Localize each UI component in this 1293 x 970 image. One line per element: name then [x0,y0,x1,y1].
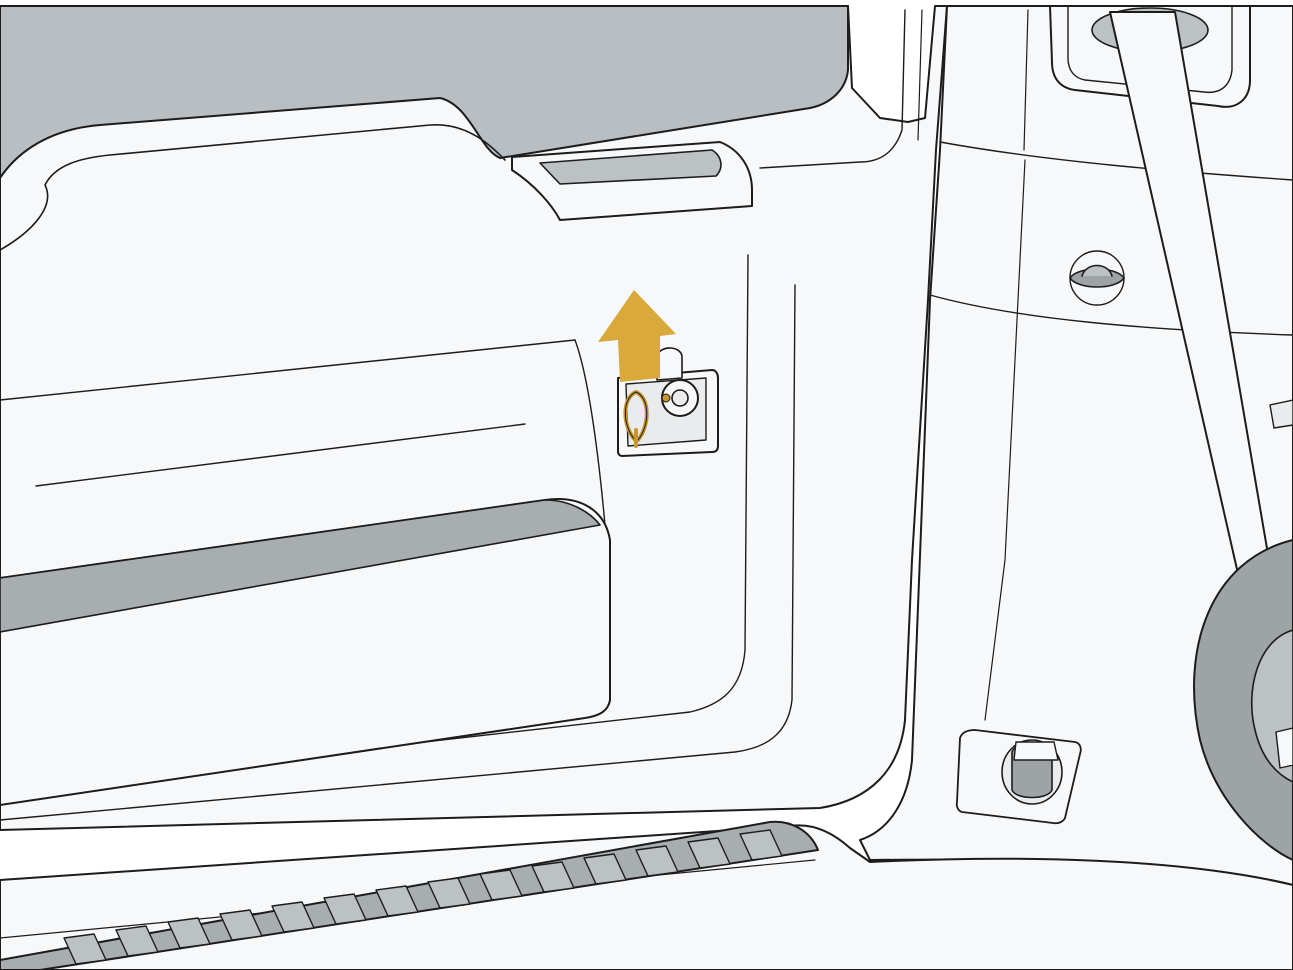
pillar-bracket-1 [1270,400,1293,428]
pillar-fastener-icon [1070,251,1124,305]
floor-anchor-cover [957,730,1081,823]
